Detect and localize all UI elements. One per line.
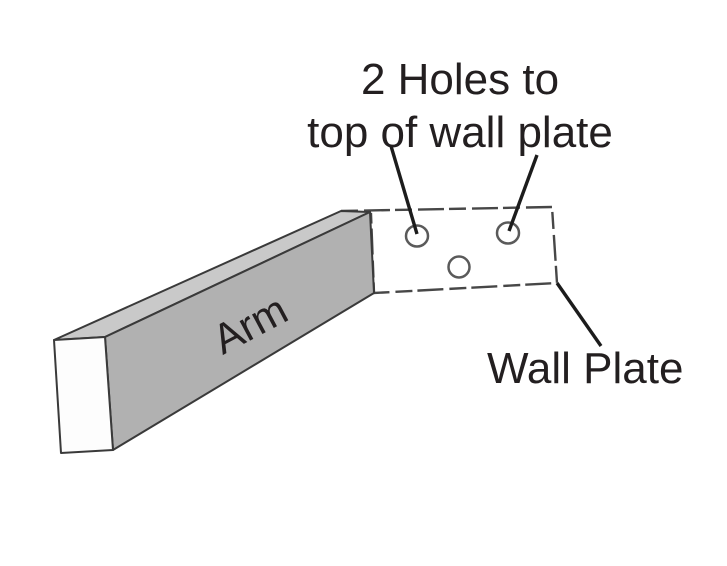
arm-end-face — [53, 336, 114, 454]
plate-hole-center — [447, 255, 471, 279]
holes-callout-line1: 2 Holes to — [361, 55, 559, 104]
wall-plate-group — [340, 205, 559, 295]
holes-callout-line2: top of wall plate — [307, 108, 613, 157]
leader-line-wall-plate — [555, 282, 603, 347]
plate-hole-top-left — [404, 224, 430, 248]
plate-hole-top-right — [495, 221, 521, 245]
wall-plate-label: Wall Plate — [487, 344, 683, 393]
leader-line-right-hole — [507, 154, 539, 232]
leader-lines — [389, 145, 603, 347]
arm-group — [53, 210, 375, 454]
leader-line-left-hole — [389, 145, 419, 235]
